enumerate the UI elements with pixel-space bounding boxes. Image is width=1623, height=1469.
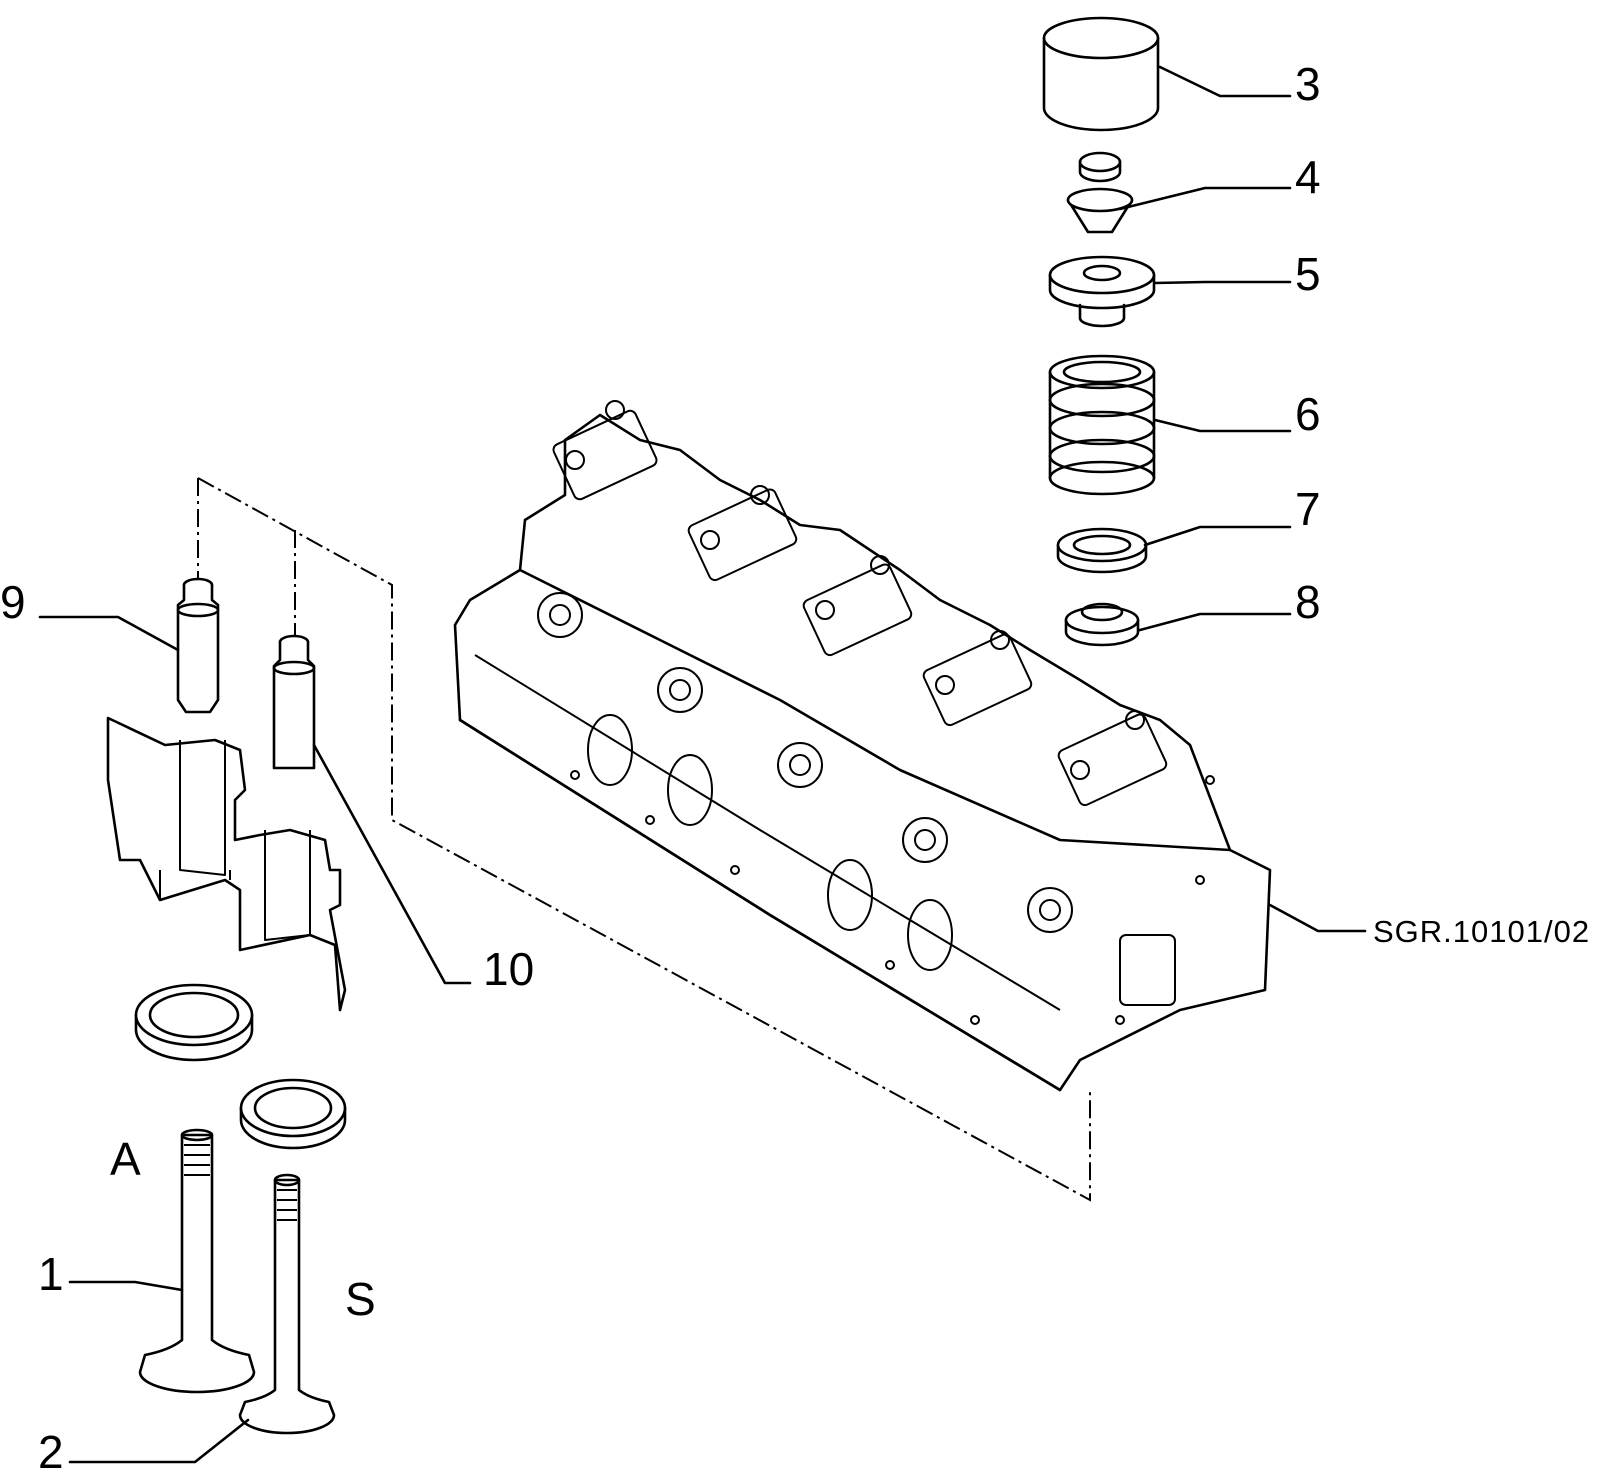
valve-cotters-illustration bbox=[1066, 151, 1134, 234]
callout-1: 1 bbox=[38, 1248, 64, 1300]
callout-labels: 3 4 5 6 7 8 9 10 1 2 A S SGR.10101/02 bbox=[0, 58, 1590, 1469]
callout-7: 7 bbox=[1295, 483, 1321, 535]
callout-6: 6 bbox=[1295, 388, 1321, 440]
intake-valve-illustration bbox=[138, 1128, 256, 1394]
spring-seat-illustration bbox=[1056, 527, 1148, 574]
stem-seal-illustration bbox=[1064, 602, 1140, 647]
intake-side-label: A bbox=[110, 1133, 141, 1185]
tappet-bucket-illustration bbox=[1042, 16, 1160, 132]
drawing-reference: SGR.10101/02 bbox=[1373, 914, 1590, 949]
spring-retainer-illustration bbox=[1048, 255, 1156, 328]
callout-9: 9 bbox=[0, 576, 26, 628]
callout-2: 2 bbox=[38, 1426, 64, 1469]
callout-10: 10 bbox=[483, 943, 534, 995]
exhaust-valve-illustration bbox=[238, 1173, 336, 1435]
valve-guide-10-illustration bbox=[272, 634, 316, 770]
valve-spring-illustration bbox=[1048, 354, 1156, 496]
assembly-dash-lines bbox=[197, 477, 1091, 1202]
callout-5: 5 bbox=[1295, 248, 1321, 300]
leader-lines bbox=[38, 65, 1367, 1464]
valve-seat-rings-illustration bbox=[134, 983, 347, 1150]
callout-3: 3 bbox=[1295, 58, 1321, 110]
callout-4: 4 bbox=[1295, 151, 1321, 203]
exhaust-side-label: S bbox=[345, 1273, 376, 1325]
callout-8: 8 bbox=[1295, 576, 1321, 628]
cylinder-head-illustration bbox=[453, 400, 1272, 1092]
head-section-cutaway bbox=[106, 716, 347, 1012]
valve-guide-9-illustration bbox=[176, 577, 220, 714]
